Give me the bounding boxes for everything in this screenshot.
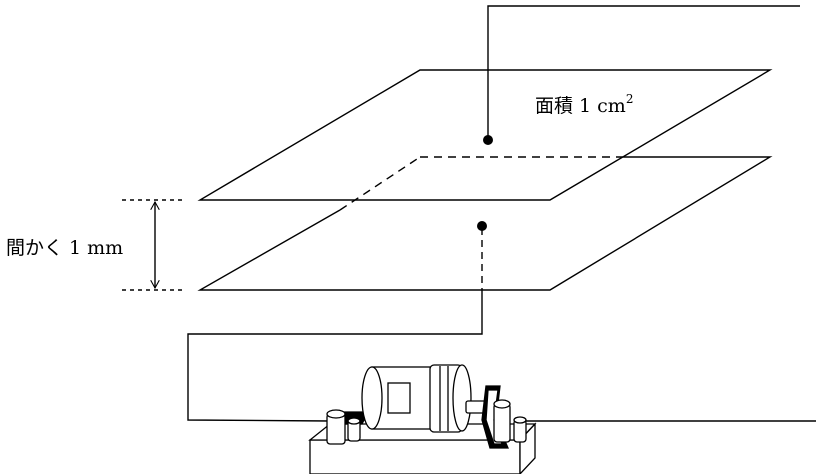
gap-label: 間かく 1 mm bbox=[6, 237, 123, 259]
bottom-plate-front-edge bbox=[197, 209, 341, 291]
bottom-wire bbox=[187, 290, 483, 422]
area-label-superscript: 2 bbox=[626, 92, 634, 106]
bottom-contact-dot bbox=[477, 221, 487, 231]
area-label: 面積 1 cm2 bbox=[535, 92, 633, 117]
top-contact-dot bbox=[483, 135, 493, 145]
bottom-plate-hidden-left-edge bbox=[339, 156, 421, 211]
top-wire bbox=[487, 5, 800, 138]
bottom-plate-right-edge bbox=[332, 156, 773, 291]
bottom-plate bbox=[197, 156, 773, 291]
generator-icon bbox=[308, 364, 537, 474]
top-plate bbox=[197, 69, 773, 201]
